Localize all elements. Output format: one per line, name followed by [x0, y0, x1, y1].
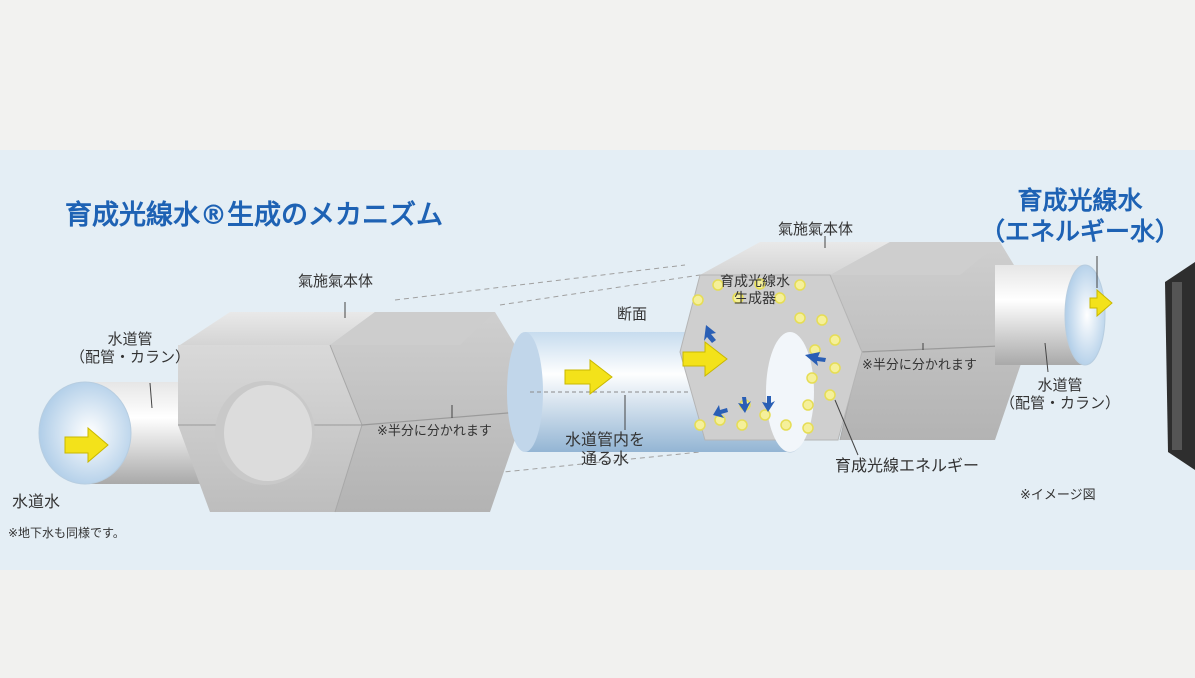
product-name-line1: 育成光線水: [1017, 186, 1143, 215]
pipe-label-right: 水道管 （配管・カラン）: [990, 376, 1130, 412]
generator-label-line2: 生成器: [734, 290, 776, 307]
small-blue-arrows: [704, 325, 826, 418]
left-hex-body: [178, 312, 521, 513]
pipe-label-right-line1: 水道管: [1037, 376, 1083, 394]
image-note: ※イメージ図: [1020, 488, 1096, 503]
pipe-label-left: 水道管 （配管・カラン）: [50, 330, 210, 366]
right-hex-body: [679, 242, 1025, 452]
pipe-label-right-line2: （配管・カラン）: [999, 394, 1120, 412]
generator-label: 育成光線水 生成器: [700, 274, 810, 308]
inner-water-line2: 通る水: [580, 449, 629, 469]
product-name-line2: （エネルギー水）: [979, 217, 1180, 247]
inner-water-line1: 水道管内を: [564, 430, 645, 449]
energy-label: 育成光線エネルギー: [835, 456, 980, 475]
split-note-left: ※半分に分かれます: [377, 424, 492, 439]
product-name: 育成光線水 （エネルギー水）: [975, 185, 1185, 248]
generator-label-line1: 育成光線水: [720, 274, 790, 290]
inner-water-label: 水道管内を 通る水: [550, 430, 660, 468]
pipe-label-left-line2: （配管・カラン）: [69, 348, 190, 366]
flow-arrows: [64, 288, 1113, 464]
pipe-label-left-line1: 水道管: [107, 330, 153, 348]
body-label-right: 氣施氣本体: [778, 220, 854, 238]
tap-water-label: 水道水: [12, 492, 61, 511]
cross-section-label: 断面: [617, 305, 648, 323]
diagram-title: 育成光線水®生成のメカニズム: [65, 200, 443, 231]
split-note-right: ※半分に分かれます: [862, 358, 977, 373]
body-label-left: 氣施氣本体: [298, 272, 374, 290]
leader-lines: [149, 236, 1098, 456]
groundwater-note: ※地下水も同様です。: [8, 526, 125, 540]
right-pipe: [995, 264, 1106, 366]
